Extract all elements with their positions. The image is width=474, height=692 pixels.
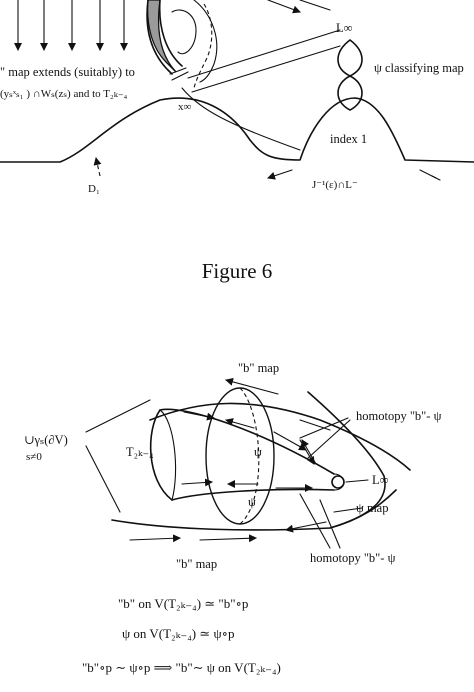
l-infinity-label: L∞ bbox=[336, 21, 353, 35]
homotopy-top-label: homotopy "b"- ψ bbox=[356, 409, 442, 423]
pointer-homotopy-bottom bbox=[299, 493, 331, 549]
figure-caption: Figure 6 bbox=[202, 259, 273, 283]
equations: "b" on V(T₂ₖ₋₄) ≃ "b"∘p ψ on V(T₂ₖ₋₄) ≃ … bbox=[82, 596, 281, 675]
union-gamma-label: ∪γₛ(∂V) bbox=[24, 433, 68, 447]
bottom-diagram: "b" map ∪γₛ(∂V) s≠0 T₂ₖ₋₄ ψ ψ homotopy "… bbox=[24, 361, 442, 571]
tube-left-cap bbox=[149, 409, 173, 501]
x-infinity-label: x∞ bbox=[178, 101, 192, 113]
map-extends-text-2: (yₛˣₛ₁ ) ∩Wₛ(zₛ) and to T₂ₖ₋₄ bbox=[0, 88, 128, 100]
pointer-d bbox=[93, 157, 102, 177]
pointer-l bbox=[345, 479, 369, 483]
j-inverse-label: J⁻¹(ε)∩L⁻ bbox=[312, 179, 358, 191]
b-map-top-label: "b" map bbox=[238, 361, 279, 375]
ground-curve bbox=[0, 97, 474, 163]
pointer-psi-map bbox=[333, 507, 363, 513]
equation-2: ψ on V(T₂ₖ₋₄) ≃ ψ∘p bbox=[122, 626, 234, 641]
equation-3: "b"∘p ∼ ψ∘p ⟹ "b"∼ ψ on V(T₂ₖ₋₄) bbox=[82, 660, 281, 675]
b-map-bottom-label: "b" map bbox=[176, 557, 217, 571]
pointer-homotopy-top bbox=[299, 417, 349, 439]
equation-1: "b" on V(T₂ₖ₋₄) ≃ "b"∘p bbox=[118, 596, 248, 611]
map-extends-text-1: " map extends (suitably) to bbox=[0, 65, 135, 79]
d-label: D₁ bbox=[88, 183, 100, 195]
psi-upper-label: ψ bbox=[254, 445, 262, 459]
figure-eight bbox=[337, 39, 363, 111]
l-infinity-bottom-label: L∞ bbox=[372, 473, 389, 487]
t-2k4-label: T₂ₖ₋₄ bbox=[126, 445, 154, 459]
b-map-arrow-bottom bbox=[129, 534, 181, 543]
union-subscript: s≠0 bbox=[26, 451, 42, 463]
outer-curve-upper bbox=[149, 402, 411, 471]
pointer-j bbox=[267, 169, 293, 180]
outer-curve-lower bbox=[111, 489, 397, 531]
flow-arrows bbox=[14, 0, 128, 51]
psi-map-label: ψ map bbox=[356, 501, 388, 515]
index-label: index 1 bbox=[330, 132, 367, 146]
tube-body bbox=[159, 408, 335, 475]
homotopy-bottom-label: homotopy "b"- ψ bbox=[310, 551, 396, 565]
psi-lower-label: ψ bbox=[248, 495, 256, 509]
b-map-arrow-top bbox=[225, 377, 279, 395]
top-diagram: " map extends (suitably) to (yₛˣₛ₁ ) ∩Wₛ… bbox=[0, 0, 474, 195]
shaded-tube bbox=[146, 0, 177, 73]
psi-classifying-label: ψ classifying map bbox=[374, 61, 464, 75]
v-ellipse bbox=[205, 387, 275, 525]
pointer-union bbox=[85, 399, 151, 433]
